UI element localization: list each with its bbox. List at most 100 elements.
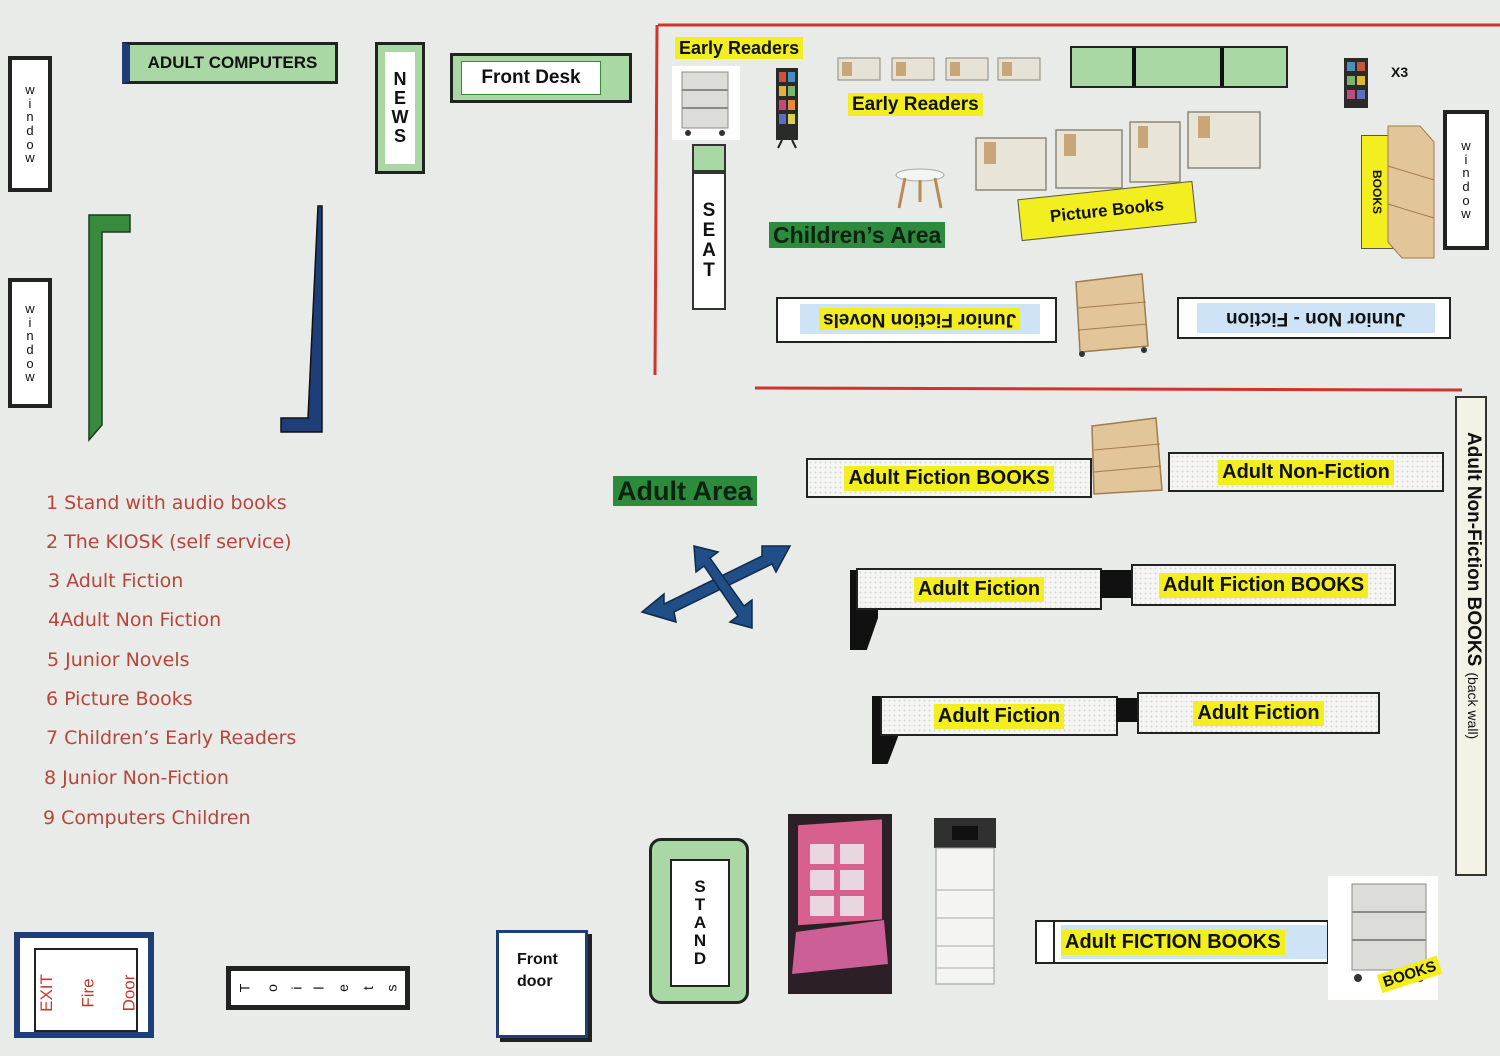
toilets-letter: l	[310, 986, 327, 990]
seat-letter: T	[703, 259, 715, 281]
adult-fiction-text: Adult Fiction	[933, 703, 1065, 729]
back-wall-text: Adult Non-Fiction BOOKS	[1463, 432, 1484, 667]
news-box: N E W S	[375, 42, 425, 174]
legend-item: 4Adult Non Fiction	[48, 609, 222, 631]
table-icon	[895, 168, 945, 209]
shelf-connector	[1116, 698, 1138, 722]
childrens-area-text: Children’s Area	[769, 222, 946, 248]
front-desk-label-box: Front Desk	[461, 61, 601, 95]
toilets-letter: i	[288, 986, 305, 990]
early-readers-text: Early Readers	[848, 93, 983, 116]
adult-fiction-text: Adult Fiction	[913, 576, 1045, 602]
stand-outer: S T A N D	[649, 838, 749, 1004]
junior-non-fiction-box: Junior Non - Fiction	[1177, 297, 1451, 339]
adult-non-fiction-shelf: Adult Non-Fiction	[1168, 452, 1444, 492]
x3-label: X3	[1391, 64, 1409, 80]
spinner-x3-icon	[1344, 58, 1368, 108]
front-door-text: Front door	[517, 949, 558, 994]
early-readers-label-1: Early Readers	[675, 37, 804, 59]
red-line-left	[653, 24, 659, 376]
bookshelf-icon	[1075, 273, 1149, 357]
legend-item: 6 Picture Books	[46, 688, 193, 710]
toilets-letter: T	[236, 983, 253, 993]
seat-letter: S	[702, 200, 716, 222]
adult-fiction-books-shelf-3: Adult FICTION BOOKS	[1035, 920, 1329, 964]
bookshelf-icon	[1091, 417, 1163, 495]
back-wall-text-row: Adult Non-Fiction BOOKS (back wall)	[1460, 398, 1485, 874]
early-readers-text: Early Readers	[675, 37, 804, 59]
stand-letter: N	[693, 930, 707, 950]
legend-item: 8 Junior Non-Fiction	[44, 767, 229, 789]
seat-box: S E A T	[692, 172, 726, 310]
news-letter: E	[393, 88, 406, 109]
legend-item: 1 Stand with audio books	[46, 492, 287, 514]
front-desk-box: Front Desk	[450, 53, 632, 103]
back-wall-suffix: (back wall)	[1465, 672, 1481, 740]
l-shaped-shelves	[88, 205, 323, 443]
legend-item: 5 Junior Novels	[47, 649, 190, 671]
toilets-letter: o	[263, 984, 280, 992]
book-spinner-icon	[776, 68, 798, 149]
news-letter: N	[393, 69, 407, 90]
window-letter: o	[26, 136, 34, 152]
window-letter: d	[26, 342, 34, 357]
junior-non-fiction-text: Junior Non - Fiction	[1226, 308, 1406, 329]
tall-bookcase-icon	[1387, 125, 1435, 259]
adult-fiction-books-shelf-2: Adult Fiction BOOKS	[1131, 564, 1396, 606]
window-letter: i	[28, 314, 32, 330]
adult-fiction-books-shelf-1: Adult Fiction BOOKS	[806, 458, 1092, 498]
junior-fiction-novels-box: Junior Fiction Novels	[776, 297, 1057, 343]
adult-fiction-shelf-3: Adult Fiction	[1137, 692, 1380, 734]
kiosk-cross-arrow-icon	[640, 545, 792, 629]
exit-text: EXIT	[36, 974, 56, 1012]
printer-icon	[934, 818, 996, 985]
toilets-letter: s	[383, 984, 400, 992]
legend-item: 2 The KIOSK (self service)	[46, 531, 292, 553]
junior-fiction-novels-inner: Junior Fiction Novels	[800, 304, 1040, 334]
shelf-connector	[1100, 570, 1132, 598]
adult-fiction-shelf-1: Adult Fiction	[856, 568, 1102, 610]
front-door-line: door	[517, 973, 553, 991]
window-letter: o	[1462, 192, 1470, 208]
window-letter: w	[25, 82, 35, 98]
stand-letter: A	[693, 913, 707, 933]
news-inner: N E W S	[385, 52, 415, 164]
junior-fiction-novels-text: Junior Fiction Novels	[819, 308, 1021, 330]
early-readers-label-2: Early Readers	[848, 93, 983, 116]
news-letter: S	[393, 125, 406, 146]
window-mid-left: w i n d o w	[8, 278, 52, 408]
picture-books-text: Picture Books	[1049, 195, 1165, 226]
window-letter: n	[26, 328, 34, 344]
bar-divider	[1220, 48, 1224, 86]
adult-computers-label: ADULT COMPUTERS	[147, 53, 318, 72]
fire-text: Fire	[78, 978, 98, 1008]
window-letter: n	[1462, 165, 1470, 181]
toilets-box: T o i l e t s	[226, 966, 410, 1010]
window-letter: w	[25, 150, 35, 166]
seat-letter: A	[702, 240, 716, 261]
legend-item: 3 Adult Fiction	[48, 570, 184, 592]
window-letter: i	[28, 95, 32, 111]
door-text: Door	[119, 974, 139, 1012]
front-door: Front door	[496, 930, 588, 1038]
front-door-line: Front	[517, 951, 558, 968]
legend-item: 9 Computers Children	[43, 807, 251, 829]
stand-letter: T	[694, 895, 706, 915]
navy-l-shelf	[280, 205, 323, 433]
exit-fire-door: EXIT Fire Door	[14, 932, 154, 1038]
seat-letter: E	[702, 220, 716, 242]
kiosk-icon	[788, 814, 892, 994]
adult-fiction-books-text: Adult Fiction BOOKS	[1158, 572, 1369, 598]
adult-area-text: Adult Area	[613, 476, 757, 506]
legend-item: 7 Children’s Early Readers	[46, 727, 297, 749]
window-letter: d	[26, 123, 34, 138]
green-l-shelf	[88, 214, 131, 443]
exit-door-inner: EXIT Fire Door	[34, 948, 139, 1032]
adult-fiction-books-text: Adult FICTION BOOKS	[1061, 929, 1285, 955]
children-computers-bar	[1070, 46, 1288, 88]
window-letter: i	[1464, 151, 1468, 167]
book-trolley-icon	[672, 66, 740, 140]
adult-non-fiction-text: Adult Non-Fiction	[1218, 459, 1394, 485]
adult-fiction-books-text: Adult Fiction BOOKS	[844, 465, 1054, 491]
front-desk-label: Front Desk	[481, 67, 581, 88]
